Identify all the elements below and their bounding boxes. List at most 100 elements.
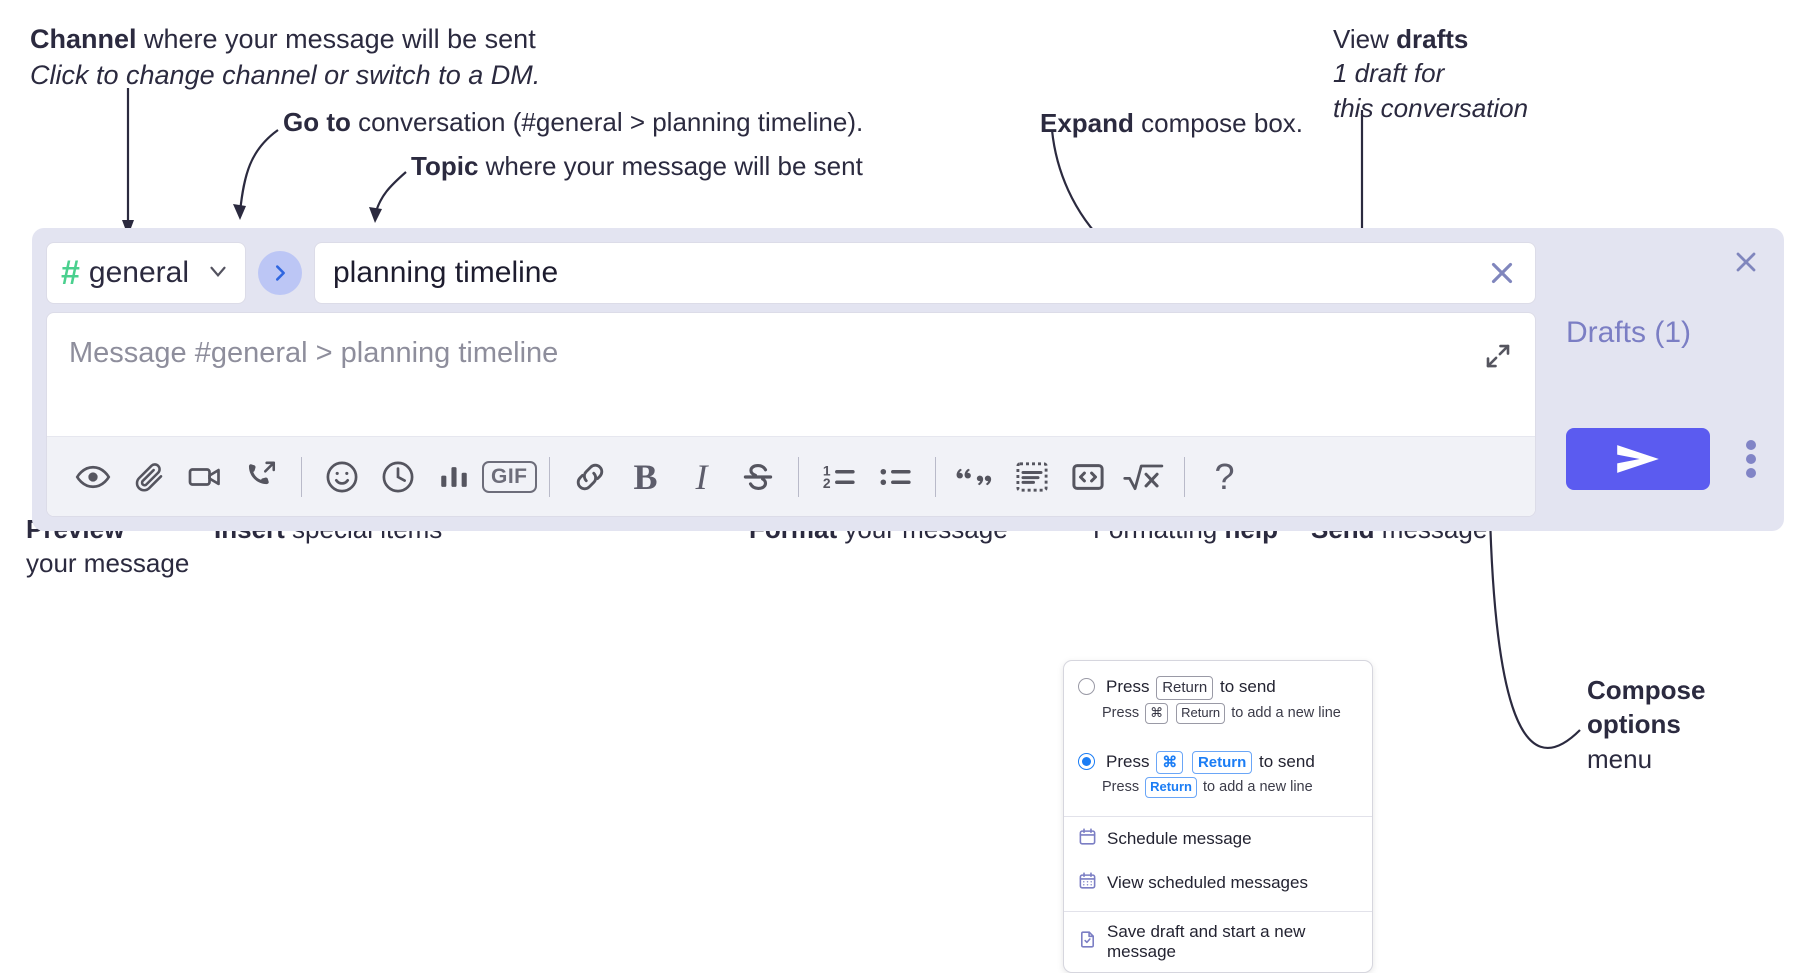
- annotation-channel-rest: where your message will be sent: [136, 24, 536, 54]
- sub-pre: Press: [1102, 704, 1140, 721]
- annotation-drafts: View drafts 1 draft for this conversatio…: [1333, 22, 1528, 125]
- annotation-topic: Topic where your message will be sent: [411, 149, 863, 183]
- annotation-expand-bold: Expand: [1040, 108, 1134, 138]
- blockquote-icon[interactable]: [948, 449, 1004, 505]
- annotation-channel-italic: Click to change channel or switch to a D…: [30, 59, 541, 90]
- channel-name: general: [88, 256, 189, 289]
- option-pre: Press: [1106, 751, 1150, 771]
- message-input-placeholder[interactable]: Message #general > planning timeline: [69, 337, 559, 369]
- menu-item-label: View scheduled messages: [1107, 873, 1308, 893]
- separator: [797, 456, 799, 497]
- kbd-cmd: ⌘: [1145, 702, 1169, 724]
- compose-options-menu: Press Return to send Press ⌘ Return to a…: [1063, 660, 1373, 973]
- formatting-toolbar: GIF B I: [47, 436, 1535, 516]
- divider: [1064, 816, 1372, 818]
- clock-icon[interactable]: [370, 449, 426, 505]
- kbd-return: Return: [1191, 750, 1253, 775]
- expand-icon[interactable]: [1483, 341, 1513, 371]
- sub-post: to add a new line: [1203, 779, 1313, 796]
- sub-post: to add a new line: [1231, 704, 1341, 721]
- annotation-compose-options-bold2: options: [1587, 709, 1681, 740]
- svg-text:1: 1: [822, 462, 830, 478]
- menu-option-cmd-return-to-send[interactable]: Press ⌘ Return to send: [1064, 736, 1372, 775]
- kbd-return: Return: [1145, 777, 1197, 799]
- menu-item-schedule-message[interactable]: Schedule message: [1064, 817, 1372, 861]
- kebab-dot: [1746, 468, 1756, 478]
- gif-icon[interactable]: GIF: [482, 449, 537, 505]
- separator: [1183, 456, 1185, 497]
- preview-icon[interactable]: [65, 449, 121, 505]
- annotation-drafts-italic1: 1 draft for: [1333, 58, 1445, 89]
- annotation-expand: Expand compose box.: [1040, 106, 1303, 140]
- strikethrough-icon[interactable]: [730, 449, 786, 505]
- annotation-channel-bold: Channel: [30, 24, 137, 54]
- kebab-dot: [1746, 440, 1756, 450]
- kebab-dot: [1746, 454, 1756, 464]
- drafts-link[interactable]: Drafts (1): [1566, 316, 1692, 349]
- annotation-topic-bold: Topic: [411, 151, 479, 181]
- annotation-drafts-bold: drafts: [1396, 24, 1469, 54]
- compose-right-rail: Drafts (1): [1550, 228, 1784, 531]
- radio-button[interactable]: [1078, 678, 1095, 695]
- separator: [301, 456, 302, 497]
- huddle-icon[interactable]: [233, 449, 289, 505]
- video-icon[interactable]: [177, 449, 233, 505]
- kbd-return: Return: [1156, 676, 1214, 700]
- option-subtext: Press Return to add a new line: [1102, 774, 1372, 810]
- math-icon[interactable]: [1116, 449, 1172, 505]
- emoji-icon[interactable]: [314, 449, 370, 505]
- hash-icon: #: [61, 254, 80, 292]
- bulleted-list-icon[interactable]: [867, 449, 923, 505]
- option-label: Press ⌘ Return to send: [1106, 749, 1315, 775]
- option-label: Press Return to send: [1106, 674, 1276, 700]
- help-icon[interactable]: ?: [1214, 455, 1235, 497]
- poll-icon[interactable]: [426, 449, 482, 505]
- menu-option-return-to-send[interactable]: Press Return to send: [1064, 661, 1372, 700]
- annotation-compose-options-bold1: Compose: [1587, 675, 1706, 705]
- ordered-list-icon[interactable]: 1 2: [811, 449, 867, 505]
- close-icon[interactable]: [1485, 256, 1519, 290]
- message-card: Message #general > planning timeline: [46, 312, 1536, 517]
- annotation-goto-rest: conversation (#general > planning timeli…: [350, 107, 864, 137]
- link-icon[interactable]: [562, 449, 618, 505]
- italic-icon[interactable]: I: [695, 456, 708, 497]
- sub-pre: Press: [1102, 779, 1140, 796]
- option-post: to send: [1219, 677, 1276, 696]
- radio-button-selected[interactable]: [1078, 752, 1095, 770]
- close-icon[interactable]: [1730, 246, 1762, 278]
- annotation-drafts-italic2: this conversation: [1333, 92, 1529, 123]
- save-draft-icon: [1078, 930, 1097, 954]
- annotation-drafts-pre: View: [1333, 24, 1397, 54]
- menu-item-save-draft[interactable]: Save draft and start a new message: [1064, 912, 1372, 972]
- compose-header: # general planning timeline: [46, 242, 1536, 304]
- bold-icon[interactable]: B: [633, 456, 658, 497]
- menu-item-view-scheduled-messages[interactable]: View scheduled messages: [1064, 861, 1372, 905]
- attachment-icon[interactable]: [121, 449, 177, 505]
- annotation-goto-bold: Go to: [283, 107, 351, 137]
- menu-item-label: Save draft and start a new message: [1107, 922, 1306, 962]
- compose-options-button[interactable]: [1736, 436, 1766, 482]
- kbd-return: Return: [1176, 702, 1226, 724]
- code-block-icon[interactable]: [1004, 449, 1060, 505]
- inline-code-icon[interactable]: [1060, 449, 1116, 505]
- goto-conversation-button[interactable]: [258, 251, 302, 295]
- send-button[interactable]: [1566, 428, 1710, 490]
- topic-value: planning timeline: [333, 256, 559, 289]
- topic-input[interactable]: planning timeline: [314, 242, 1536, 304]
- kbd-cmd: ⌘: [1156, 750, 1184, 775]
- chevron-down-icon: [205, 258, 231, 289]
- channel-selector[interactable]: # general: [46, 242, 246, 304]
- option-subtext: Press ⌘ Return to add a new line: [1102, 700, 1372, 736]
- separator: [934, 456, 936, 497]
- svg-text:2: 2: [822, 474, 830, 490]
- compose-main: # general planning timeline Message #gen…: [46, 242, 1536, 517]
- separator: [548, 456, 550, 497]
- menu-item-label: Schedule message: [1107, 829, 1252, 849]
- annotation-topic-rest: where your message will be sent: [478, 151, 863, 181]
- compose-panel: # general planning timeline Message #gen…: [32, 228, 1784, 531]
- annotation-channel: Channel where your message will be sent …: [30, 22, 540, 93]
- calendar-icon: [1078, 827, 1097, 851]
- calendar-grid-icon: [1078, 871, 1097, 895]
- option-pre: Press: [1106, 677, 1150, 696]
- annotation-expand-rest: compose box.: [1133, 108, 1304, 138]
